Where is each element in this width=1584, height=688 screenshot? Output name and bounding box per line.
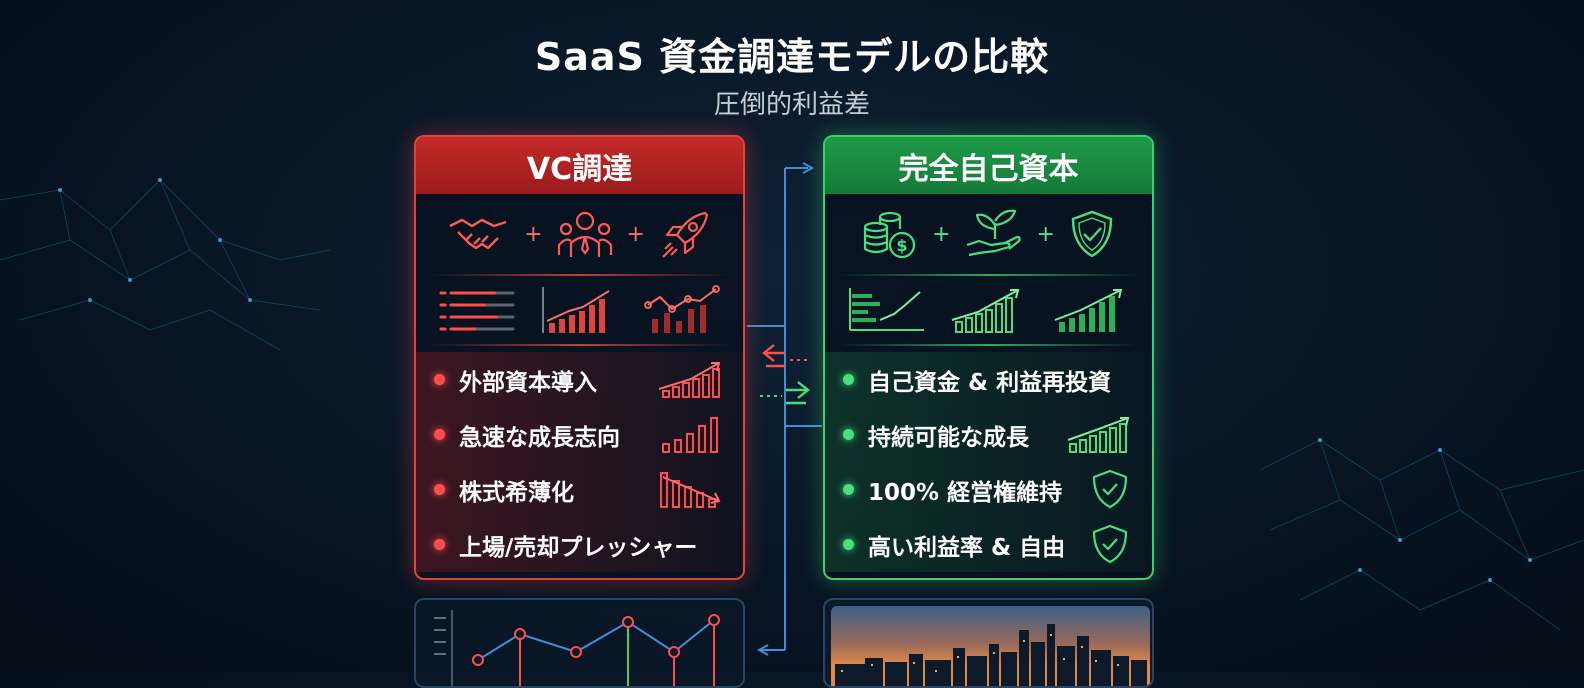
trend-down-icon	[660, 472, 721, 508]
list-item-label: 自己資金 & 利益再投資	[868, 369, 1112, 396]
shield-check-icon	[1071, 210, 1113, 258]
list-item: 急速な成長志向	[416, 407, 743, 462]
divider	[839, 274, 1138, 276]
list-item-label: 外部資本導入	[459, 369, 597, 396]
list-item: 100% 経営権維持	[825, 462, 1152, 517]
bullet-dot	[843, 484, 854, 495]
bar-list-icon	[439, 291, 515, 331]
bullet-dot	[434, 484, 445, 495]
bar-growth-icon	[662, 417, 718, 453]
background-network	[0, 178, 1584, 631]
bootstrap-icon-row: $ + +	[825, 194, 1152, 274]
page-title: SaaS 資金調達モデルの比較	[534, 35, 1050, 79]
shield-check-icon	[1092, 469, 1128, 509]
bullet-dot	[843, 374, 854, 385]
skyline-photo	[831, 606, 1150, 686]
bullet-dot	[843, 429, 854, 440]
bullet-dot	[843, 539, 854, 550]
bar-chart-up-icon	[1054, 289, 1123, 332]
line-chart-icon	[643, 285, 720, 333]
arrow-left-red-icon	[762, 344, 810, 368]
vc-panel: VC調達 + +	[414, 135, 745, 580]
coins-icon: $	[863, 211, 916, 259]
divider	[430, 344, 729, 346]
vc-line-chart-panel	[414, 598, 745, 688]
bullet-dot	[434, 539, 445, 550]
bootstrap-panel: 完全自己資本 $ + +	[823, 135, 1154, 580]
handshake-icon	[449, 218, 507, 250]
bullet-dot	[434, 374, 445, 385]
bootstrap-panel-header: 完全自己資本	[825, 137, 1152, 194]
connector-lines	[747, 162, 822, 656]
list-item: 上場/売却プレッシャー	[416, 517, 743, 572]
list-item: 持続可能な成長	[825, 407, 1152, 462]
list-item-label: 上場/売却プレッシャー	[459, 534, 698, 561]
plant-hand-icon	[966, 209, 1021, 257]
list-item: 高い利益率 & 自由	[825, 517, 1152, 572]
arrow-right-green-icon	[760, 381, 810, 405]
list-item: 外部資本導入	[416, 352, 743, 407]
bar-chart-up-icon	[952, 289, 1020, 333]
city-skyline-image	[823, 598, 1154, 688]
plus-icon: +	[932, 221, 951, 247]
list-item: 自己資金 & 利益再投資	[825, 352, 1152, 407]
divider	[430, 274, 729, 276]
shield-check-icon	[1092, 524, 1128, 564]
team-icon	[557, 211, 612, 257]
arrow-right-icon	[802, 162, 815, 174]
arrow-left-icon	[756, 644, 769, 656]
horizontal-bar-chart-icon	[849, 288, 925, 331]
bootstrap-mini-charts	[825, 276, 1152, 344]
bar-chart-up-icon	[542, 287, 611, 333]
trend-up-icon	[658, 362, 721, 398]
list-item: 株式希薄化	[416, 462, 743, 517]
svg-text:$: $	[896, 236, 907, 255]
bullet-dot	[434, 429, 445, 440]
list-item-label: 持続可能な成長	[868, 424, 1029, 451]
divider	[839, 344, 1138, 346]
plus-icon: +	[1036, 221, 1055, 247]
rocket-icon	[662, 211, 709, 258]
page-subtitle: 圧倒的利益差	[713, 90, 870, 120]
plus-icon: +	[524, 221, 543, 247]
vc-icon-row: + +	[416, 194, 743, 274]
list-item-label: 100% 経営権維持	[868, 479, 1063, 506]
list-item-label: 株式希薄化	[459, 479, 574, 506]
list-item-label: 高い利益率 & 自由	[868, 534, 1066, 561]
plus-icon: +	[626, 221, 645, 247]
list-item-label: 急速な成長志向	[459, 424, 620, 451]
vc-mini-charts	[416, 276, 743, 344]
vc-panel-header: VC調達	[416, 137, 743, 194]
volatile-line-chart-icon	[434, 610, 720, 686]
trend-up-icon	[1067, 417, 1130, 453]
